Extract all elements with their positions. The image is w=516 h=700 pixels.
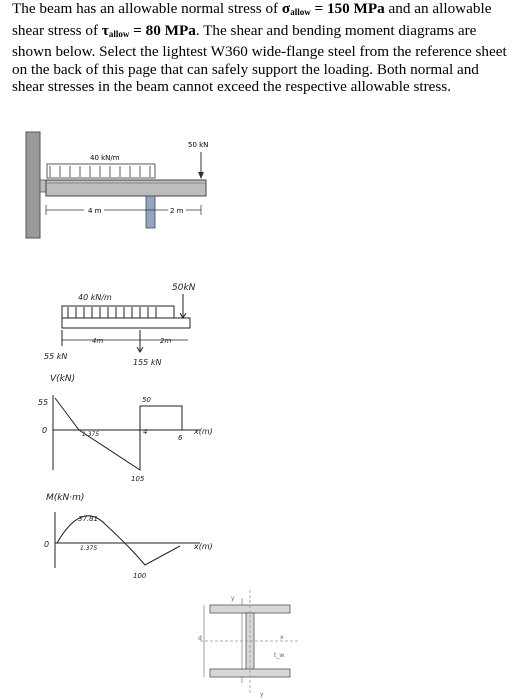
shear-50-label: 50 [142,396,151,404]
sigma-value: = 150 MPa [310,0,385,17]
sketch-reaction-right: 155 kN [133,358,161,367]
sigma-subscript: allow [290,7,311,17]
distributed-load [46,163,156,179]
dist-load-label: 40 kN/m [90,154,120,162]
shear-55: 55 [38,398,48,407]
problem-statement: The beam has an allowable normal stress … [12,0,510,96]
section-x: x [280,634,284,641]
shear-4-label: 4 [143,428,147,436]
point-load-label: 50 kN [188,141,208,149]
sketch-len-right: 2m [160,337,171,345]
moment-max-label: 37.81 [78,515,98,523]
sketch-beam [61,317,191,329]
shear-x0-label: 1.375 [82,431,99,438]
handwritten-loading: 50kN 40 kN/m 4m 2m 55 kN 155 kN [44,283,196,367]
shear-zero: 0 [42,426,47,435]
beam [45,179,207,197]
beam-connection [39,179,47,193]
moment-axis-label: M(kN·m) [46,493,84,503]
moment-curve [56,515,181,566]
tau-subscript: allow [108,28,130,39]
shear-6-label: 6 [178,434,183,442]
section-y-top: y [231,595,235,602]
sketch-len-left: 4m [92,337,103,345]
load-arrows [49,166,151,177]
section-d: d [198,635,202,642]
shear-axis-label: V(kN) [50,374,75,384]
moment-min-label: 100 [133,572,147,580]
tau-symbol: τ [101,21,109,39]
shear-x-label: x(m) [193,427,213,436]
len-left-label: 4 m [88,207,102,215]
shear-105-label: 105 [131,475,145,483]
section-y-bottom: y [260,691,264,698]
sketch-reaction-left: 55 kN [44,352,67,361]
moment-x-label-axis: x(m) [193,542,213,551]
sketch-dist-load: 40 kN/m [78,293,112,302]
section-tw: t_w [274,652,284,659]
moment-zero: 0 [44,540,49,549]
tau-value: = 80 MPa [129,21,196,39]
problem-text-1: The beam has an allowable normal stress … [12,0,282,17]
column-support [145,195,156,229]
shear-curve [54,397,183,471]
wide-flange-section: y d x t_w y [198,590,300,698]
wall-support [25,131,41,239]
beam-figure: 40 kN/m 50 kN 4 m 2 m [25,131,208,239]
sketch-load-ticks [67,307,157,318]
moment-diagram: M(kN·m) 0 37.81 1.375 100 x(m) [44,493,213,580]
len-right-label: 2 m [170,207,184,215]
shear-diagram: V(kN) 55 0 1.375 50 4 6 105 x(m) [38,374,213,483]
problem-text-2: and an allowable shear stress of [12,0,492,39]
problem-text-3: . The shear and bending moment diagrams … [12,21,507,96]
sigma-symbol: σ [281,0,291,17]
moment-x-label: 1.375 [80,545,97,552]
sketch-point-load: 50kN [172,283,196,293]
sketch-load-box [61,305,175,319]
